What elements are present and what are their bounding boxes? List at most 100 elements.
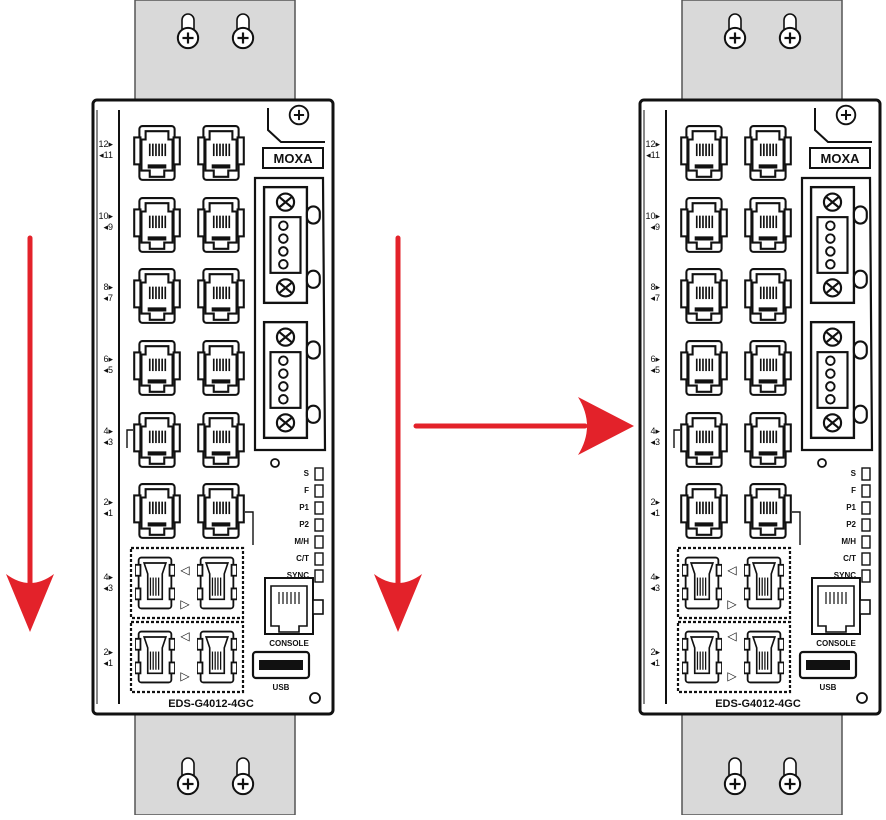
console-port-opening — [817, 585, 855, 633]
sfp-port — [135, 630, 175, 684]
bottom-mounting-bracket — [134, 699, 296, 816]
usb-label: USB — [820, 683, 837, 692]
sfp-port — [744, 556, 784, 610]
device-body-group: MOXA12▸◂1110▸◂98▸◂76▸◂54▸◂32▸◂1◁▷◁▷4▸◂32… — [638, 0, 882, 816]
usb-port-tongue — [806, 660, 850, 670]
arrow-head — [578, 397, 634, 455]
arrow-head — [374, 574, 422, 632]
rj45-port — [133, 340, 181, 396]
bottom-mounting-bracket — [681, 699, 843, 816]
rj45-port — [133, 268, 181, 324]
console-latch — [312, 599, 324, 615]
port-label-top: 12▸ — [645, 139, 660, 149]
led-indicator — [861, 569, 871, 583]
sfp-indicator-right-icon: ▷ — [180, 597, 190, 611]
port-label-top: 8▸ — [103, 282, 113, 292]
ground-screw-icon — [288, 104, 310, 126]
sfp-indicator-right-icon: ▷ — [727, 597, 737, 611]
led-indicator — [314, 569, 324, 583]
sfp-port — [682, 630, 722, 684]
switch-before: MOXA12▸◂1110▸◂98▸◂76▸◂54▸◂32▸◂1◁▷◁▷4▸◂32… — [91, 0, 335, 816]
sfp-label-bottom: ◂3 — [650, 583, 660, 593]
rj45-port — [744, 340, 792, 396]
rj45-port — [680, 125, 728, 181]
led-label: P2 — [846, 520, 856, 529]
sfp-port — [135, 556, 175, 610]
rj45-port — [680, 340, 728, 396]
port-label-bottom: ◂1 — [650, 508, 660, 518]
brand-logo-frame — [262, 147, 324, 169]
usb-label: USB — [273, 683, 290, 692]
rj45-port — [197, 125, 245, 181]
console-port-opening — [270, 585, 308, 633]
model-label: EDS-G4012-4GC — [168, 698, 254, 710]
led-indicator — [861, 501, 871, 515]
slide-down-arrow-middle — [374, 235, 422, 632]
port-label-bottom: ◂3 — [650, 437, 660, 447]
port-label-top: 6▸ — [103, 354, 113, 364]
sfp-port — [744, 630, 784, 684]
sfp-label-top: 2▸ — [650, 647, 660, 657]
led-indicator — [314, 552, 324, 566]
rj45-port — [133, 483, 181, 539]
transition-arrow — [413, 397, 634, 455]
sfp-indicator-left-icon: ◁ — [180, 629, 190, 643]
led-indicator — [314, 467, 324, 481]
mounting-hole — [856, 692, 868, 704]
sfp-indicator-left-icon: ◁ — [180, 563, 190, 577]
rj45-port — [197, 197, 245, 253]
sfp-indicator-left-icon: ◁ — [727, 563, 737, 577]
led-label: SYNC — [834, 571, 856, 580]
top-mounting-bracket — [681, 0, 843, 111]
led-indicator — [314, 501, 324, 515]
terminal-area-frame — [800, 176, 874, 452]
rj45-port — [744, 412, 792, 468]
port-label-top: 2▸ — [650, 497, 660, 507]
port-label-top: 4▸ — [650, 426, 660, 436]
port-group-line — [673, 429, 680, 448]
sfp-label-bottom: ◂1 — [650, 658, 660, 668]
mounting-hole — [817, 458, 827, 468]
sfp-label-bottom: ◂3 — [103, 583, 113, 593]
port-label-top: 12▸ — [98, 139, 113, 149]
port-label-bottom: ◂5 — [103, 365, 113, 375]
port-label-bottom: ◂11 — [646, 150, 660, 160]
port-label-top: 10▸ — [98, 211, 113, 221]
port-label-bottom: ◂11 — [99, 150, 113, 160]
model-label: EDS-G4012-4GC — [715, 698, 801, 710]
sfp-label-bottom: ◂1 — [103, 658, 113, 668]
rj45-port — [744, 125, 792, 181]
rj45-port — [744, 483, 792, 539]
sfp-indicator-left-icon: ◁ — [727, 629, 737, 643]
led-label: M/H — [841, 537, 856, 546]
led-indicator — [861, 518, 871, 532]
port-label-bottom: ◂9 — [103, 222, 113, 232]
console-label: CONSOLE — [816, 639, 856, 648]
screw-icon — [176, 26, 200, 50]
sfp-label-top: 4▸ — [650, 572, 660, 582]
rj45-port — [133, 125, 181, 181]
rj45-port — [744, 197, 792, 253]
console-latch — [859, 599, 871, 615]
port-label-top: 6▸ — [650, 354, 660, 364]
sfp-port — [197, 556, 237, 610]
logo-plate-outline — [267, 108, 325, 143]
sfp-port — [682, 556, 722, 610]
port-label-bottom: ◂1 — [103, 508, 113, 518]
sfp-port — [197, 630, 237, 684]
rj45-port — [744, 268, 792, 324]
screw-icon — [723, 26, 747, 50]
port-label-top: 8▸ — [650, 282, 660, 292]
port-label-top: 2▸ — [103, 497, 113, 507]
led-indicator — [861, 552, 871, 566]
port-label-bottom: ◂9 — [650, 222, 660, 232]
led-label: C/T — [296, 554, 309, 563]
rj45-port — [680, 483, 728, 539]
sfp-indicator-right-icon: ▷ — [727, 669, 737, 683]
led-indicator — [314, 518, 324, 532]
top-mounting-bracket — [134, 0, 296, 111]
port-label-bottom: ◂7 — [650, 293, 660, 303]
rj45-port — [197, 412, 245, 468]
arrows — [6, 235, 634, 632]
